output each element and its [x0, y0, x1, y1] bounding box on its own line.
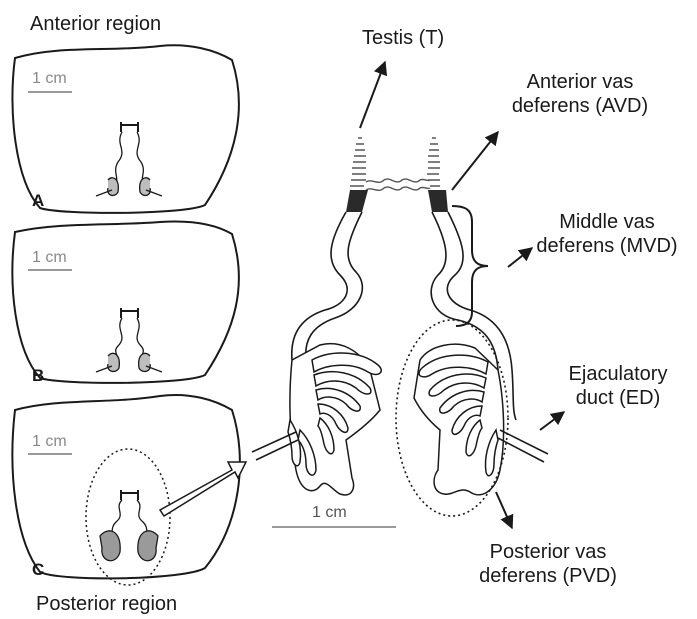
scale-label-c: 1 cm: [32, 433, 67, 451]
avd-segments: [346, 190, 448, 212]
right-pvd-lobe: [414, 344, 504, 495]
label-mvd-line2: deferens (MVD): [522, 234, 692, 258]
mini-organ-a: [96, 122, 162, 196]
label-mvd-line1: Middle vas: [522, 210, 692, 234]
label-ed: Ejaculatory duct (ED): [548, 362, 688, 410]
testis-drawing: [350, 138, 440, 190]
mini-organ-c: [100, 490, 158, 561]
label-pvd-line2: deferens (PVD): [458, 564, 638, 588]
scale-label-a: 1 cm: [32, 70, 67, 88]
body-outline-b: [12, 222, 238, 383]
label-avd: Anterior vas deferens (AVD): [485, 70, 675, 118]
scale-label-b: 1 cm: [32, 249, 67, 267]
region-label-posterior: Posterior region: [36, 592, 177, 616]
mini-organ-b: [96, 308, 162, 372]
left-pvd-lobe: [288, 344, 381, 495]
label-mvd: Middle vas deferens (MVD): [522, 210, 692, 258]
label-ed-line1: Ejaculatory: [548, 362, 688, 386]
panel-label-b: B: [32, 366, 44, 386]
mvd-brace: [452, 206, 488, 326]
scale-label-large: 1 cm: [312, 504, 347, 522]
left-vas-deferens: [292, 212, 363, 360]
label-testis: Testis (T): [362, 26, 444, 50]
region-label-anterior: Anterior region: [30, 12, 161, 36]
zoom-arrow: [160, 462, 246, 516]
panel-label-c: C: [32, 560, 44, 580]
mini-ellipse-c: [86, 449, 170, 585]
panel-label-a: A: [32, 191, 44, 211]
label-avd-line1: Anterior vas: [485, 70, 675, 94]
label-avd-line2: deferens (AVD): [485, 94, 675, 118]
label-pvd-line1: Posterior vas: [458, 540, 638, 564]
label-ed-line2: duct (ED): [548, 386, 688, 410]
label-pvd: Posterior vas deferens (PVD): [458, 540, 638, 588]
